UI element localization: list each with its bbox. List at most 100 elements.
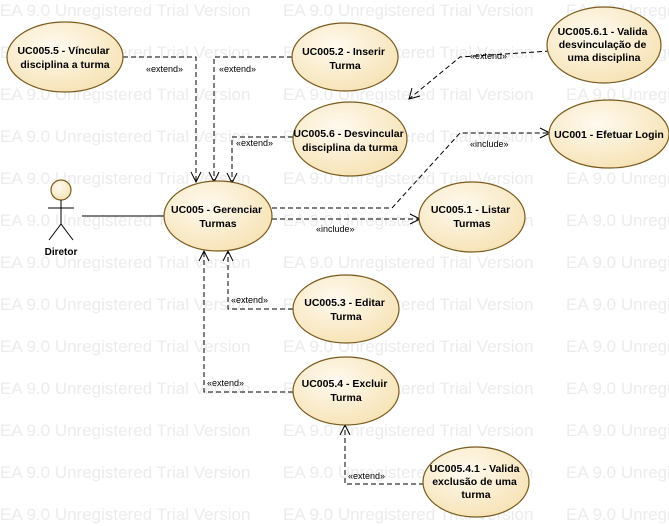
actor-label: Diretor xyxy=(45,247,78,258)
usecase-label: UC005.2 - Inserir Turma xyxy=(302,46,388,72)
watermark-text: EA 9.0 Unregistered Trial Version xyxy=(0,463,250,482)
usecase-uc005-2[interactable]: UC005.2 - Inserir Turma xyxy=(291,22,399,92)
extend-uc005-4-1 xyxy=(344,425,424,485)
usecase-label-line: UC005 - Gerenciar xyxy=(171,204,262,216)
label-extend-uc005-3: «extend» xyxy=(231,295,268,305)
usecase-uc001[interactable]: UC001 - Efetuar Login xyxy=(548,99,669,169)
watermark-text: EA 9.0 Unregistered Trial Version xyxy=(0,295,250,314)
usecase-label: UC005.4.1 - Valida exclusão de uma turma xyxy=(430,463,523,501)
arrow-head xyxy=(198,249,210,262)
usecase-label-line: uma disciplina xyxy=(568,52,641,64)
usecase-uc005-4-1[interactable]: UC005.4.1 - Valida exclusão de uma turma xyxy=(422,446,530,518)
usecase-label-line: UC005.6.1 - Valida xyxy=(558,26,648,38)
watermark-text: EA 9.0 Unregistered Trial Version xyxy=(566,169,669,188)
extend-uc005-2 xyxy=(213,56,292,182)
stereotype-labels: «extend» «extend» «extend» «extend» «inc… xyxy=(146,51,509,481)
watermark-text: EA 9.0 Unregistered Trial Version xyxy=(283,421,533,440)
usecase-label: UC005.6.1 - Valida desvinculação de uma … xyxy=(558,26,651,64)
usecase-label-line: UC005.3 - Editar xyxy=(304,297,385,309)
usecase-shape xyxy=(292,274,400,344)
include-login xyxy=(272,132,550,209)
watermark-text: EA 9.0 Unregistered Trial Version xyxy=(0,421,250,440)
usecase-label: UC005.5 - Víncular disciplina a turma xyxy=(17,45,112,71)
usecase-label-line: disciplina da turma xyxy=(302,142,398,154)
usecase-label-line: Turmas xyxy=(453,218,490,230)
usecase-uc005-6[interactable]: UC005.6 - Desvincular disciplina da turm… xyxy=(292,101,408,177)
usecase-label: UC001 - Efetuar Login xyxy=(554,129,664,141)
usecase-shape xyxy=(292,356,400,426)
watermark-text: EA 9.0 Unregistered Trial Version xyxy=(566,379,669,398)
usecase-label: UC005 - Gerenciar Turmas xyxy=(171,204,265,230)
extend-uc005-3 xyxy=(227,251,293,310)
usecase-shape xyxy=(292,101,408,177)
usecase-uc005-6-1[interactable]: UC005.6.1 - Valida desvinculação de uma … xyxy=(546,6,662,84)
usecase-label-line: exclusão de uma xyxy=(432,476,517,488)
label-extend-uc005-6: «extend» xyxy=(236,138,273,148)
label-extend-uc005-6-1: «extend» xyxy=(470,51,507,61)
usecase-label: UC005.3 - Editar Turma xyxy=(304,297,387,323)
usecase-label-line: UC001 - Efetuar Login xyxy=(554,129,664,141)
usecase-label-line: UC005.2 - Inserir xyxy=(302,46,385,58)
extend-uc005-5 xyxy=(123,56,197,182)
watermark-text: EA 9.0 Unregistered Trial Version xyxy=(283,253,533,272)
usecase-label-line: UC005.4.1 - Valida xyxy=(430,463,520,475)
watermark-text: EA 9.0 Unregistered Trial Version xyxy=(0,379,250,398)
usecase-uc005-1[interactable]: UC005.1 - Listar Turmas xyxy=(418,181,526,253)
usecase-label-line: UC005.1 - Listar xyxy=(431,204,510,216)
label-extend-uc005-2: «extend» xyxy=(219,64,256,74)
usecase-label-line: turma xyxy=(461,489,490,501)
extend-uc005-6-1 xyxy=(408,50,551,100)
watermark-text: EA 9.0 Unregistered Trial Version xyxy=(0,337,250,356)
usecase-uc005-4[interactable]: UC005.4 - Excluir Turma xyxy=(292,356,400,426)
actor-diretor[interactable]: Diretor xyxy=(45,179,78,258)
watermark-text: EA 9.0 Unregistered Trial Version xyxy=(566,211,669,230)
watermark-text: EA 9.0 Unregistered Trial Version xyxy=(283,337,533,356)
usecase-label: UC005.6 - Desvincular disciplina da turm… xyxy=(293,128,406,154)
usecase-shape xyxy=(291,22,399,92)
extend-uc005-6 xyxy=(231,136,293,183)
use-cases: UC005.5 - Víncular disciplina a turma UC… xyxy=(6,6,669,518)
arrow-head xyxy=(190,171,202,184)
usecase-label-line: desvinculação de xyxy=(559,39,647,51)
arrow-head xyxy=(408,87,421,100)
extend-uc005-4 xyxy=(203,251,293,393)
usecase-uc005[interactable]: UC005 - Gerenciar Turmas xyxy=(163,180,273,252)
label-include-login: «include» xyxy=(470,139,509,149)
watermark-text: EA 9.0 Unregistered Trial Version xyxy=(0,1,250,20)
watermark-text: EA 9.0 Unregistered Trial Version xyxy=(566,337,669,356)
label-extend-uc005-5: «extend» xyxy=(146,64,183,74)
watermark-text: EA 9.0 Unregistered Trial Version xyxy=(0,505,250,524)
usecase-shape xyxy=(163,180,273,252)
usecase-label: UC005.4 - Excluir Turma xyxy=(302,378,391,404)
watermark-text: EA 9.0 Unregistered Trial Version xyxy=(566,295,669,314)
usecase-shape xyxy=(6,21,124,93)
usecase-label-line: disciplina a turma xyxy=(20,59,109,71)
usecase-label-line: UC005.4 - Excluir xyxy=(302,378,388,390)
usecase-shape xyxy=(548,99,669,169)
usecase-label-line: Turma xyxy=(330,311,361,323)
usecase-label-line: UC005.6 - Desvincular xyxy=(293,128,403,140)
label-extend-uc005-4: «extend» xyxy=(207,378,244,388)
label-include-list: «include» xyxy=(316,224,355,234)
label-extend-uc005-4-1: «extend» xyxy=(348,471,385,481)
watermark-text: EA 9.0 Unregistered Trial Version xyxy=(566,505,669,524)
actor-left-leg xyxy=(48,223,62,241)
usecase-uc005-5[interactable]: UC005.5 - Víncular disciplina a turma xyxy=(6,21,124,93)
watermark-text: EA 9.0 Unregistered Trial Version xyxy=(283,1,533,20)
usecase-shape xyxy=(422,446,530,518)
usecase-shape xyxy=(546,6,662,84)
usecase-label-line: Turma xyxy=(330,392,361,404)
watermark-text: EA 9.0 Unregistered Trial Version xyxy=(566,253,669,272)
usecase-label-line: Turmas xyxy=(199,218,236,230)
actor-right-leg xyxy=(60,223,74,241)
usecase-label-line: Turma xyxy=(329,60,360,72)
watermark-text: EA 9.0 Unregistered Trial Version xyxy=(0,127,250,146)
watermark-text: EA 9.0 Unregistered Trial Version xyxy=(566,85,669,104)
usecase-uc005-3[interactable]: UC005.3 - Editar Turma xyxy=(292,274,400,344)
usecase-shape xyxy=(418,181,526,253)
watermark-text: EA 9.0 Unregistered Trial Version xyxy=(0,253,250,272)
actor-head xyxy=(50,179,72,201)
watermark-text: EA 9.0 Unregistered Trial Version xyxy=(566,463,669,482)
